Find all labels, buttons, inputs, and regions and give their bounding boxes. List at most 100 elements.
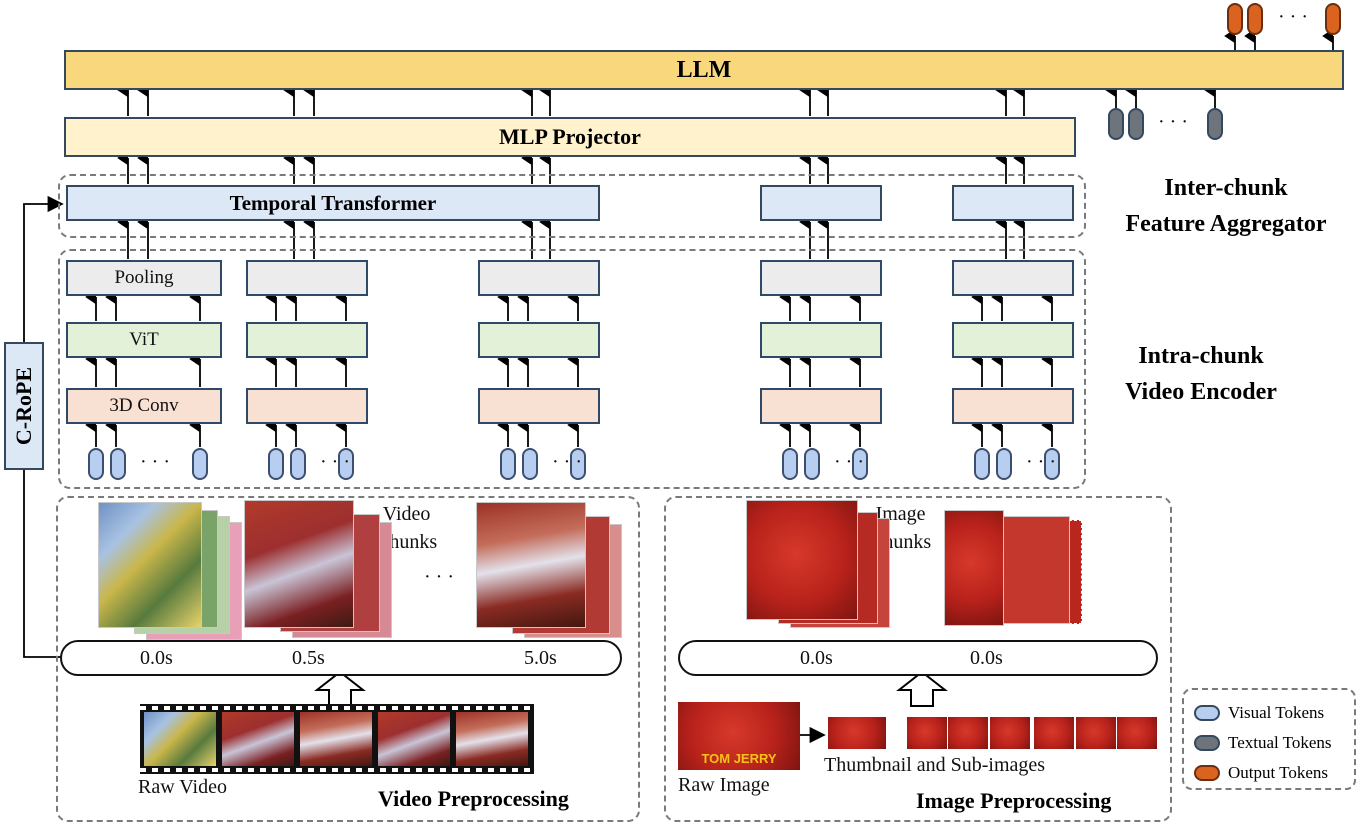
visual-token-ellipsis: · · · [834,451,864,473]
video-chunk-stack [98,502,248,640]
rope-connector-top [23,195,64,342]
film-frame [144,712,216,766]
film-frame [222,712,294,766]
conv3d-block [246,388,368,424]
temporal-transformer-block: Temporal Transformer [66,185,600,221]
vit-block [760,322,882,358]
legend-label: Visual Tokens [1228,703,1325,722]
visual-token [338,448,354,480]
conv3d-block: 3D Conv [66,388,222,424]
thumbnail-label: Thumbnail and Sub-images [824,754,1046,776]
raw-image: TOM JERRY [678,702,800,770]
visual-token [782,448,798,480]
raw-video-label: Raw Video [138,776,227,798]
sub-image [1117,717,1157,749]
image-timestamp: 0.0s [800,647,833,669]
legend-item-output: Output Tokens [1194,758,1332,788]
textual-ellipsis: · · · [1158,111,1188,133]
textual-token-icon [1194,735,1220,751]
video-preprocessing-title: Video Preprocessing [378,786,569,811]
visual-token [804,448,820,480]
image-chunk [944,510,1004,626]
legend-box [1182,688,1356,790]
image-timestamp: 0.0s [970,647,1003,669]
image-preprocessing-title: Image Preprocessing [916,788,1112,813]
visual-token [110,448,126,480]
video-chunk-stack [476,502,626,640]
sub-image [1076,717,1116,749]
image-hollow-arrow [896,670,948,707]
vit-block [246,322,368,358]
output-token [1227,3,1243,35]
image-timeline [678,640,1158,676]
textual-token [1108,108,1124,140]
video-encoder-region [58,249,1086,489]
video-frame [98,502,202,628]
visual-token [1044,448,1060,480]
output-token-icon [1194,765,1220,781]
c-rope-block: C-RoPE [4,342,44,470]
output-ellipsis: · · · [1278,6,1308,28]
visual-token [268,448,284,480]
pooling-block [760,260,882,296]
vit-block: ViT [66,322,222,358]
video-timestamp: 0.5s [292,647,325,669]
feature-aggregator-region [58,174,1086,238]
aggregator-section-title: Inter-chunk Feature Aggregator [1125,175,1327,237]
pooling-block [478,260,600,296]
visual-token [570,448,586,480]
mlp-projector-block: MLP Projector [64,117,1076,157]
llm-label: LLM [676,56,732,83]
mlp-label: MLP Projector [499,124,641,149]
visual-token [852,448,868,480]
visual-token [974,448,990,480]
legend: Visual Tokens Textual Tokens Output Toke… [1194,698,1332,788]
legend-item-textual: Textual Tokens [1194,728,1332,758]
output-token [1325,3,1341,35]
conv3d-block [952,388,1074,424]
temporal-transformer-label: Temporal Transformer [229,190,437,215]
video-timestamp: 5.0s [524,647,557,669]
legend-label: Textual Tokens [1228,733,1332,752]
sub-image [948,717,988,749]
pooling-block [952,260,1074,296]
visual-token-icon [1194,705,1220,721]
visual-token-ellipsis: · · · [140,451,170,473]
rope-connector-bottom [23,470,62,658]
conv3d-block [478,388,600,424]
pooling-block [246,260,368,296]
thumbnail-image [828,717,886,749]
raw-image-label: Raw Image [678,774,770,796]
video-frame [244,500,354,628]
textual-token [1128,108,1144,140]
film-frame [378,712,450,766]
pooling-block: Pooling [66,260,222,296]
raw-image-logo: TOM JERRY [701,751,777,766]
temporal-transformer-block [760,185,882,221]
temporal-transformer-block [952,185,1074,221]
film-frame [456,712,528,766]
llm-block: LLM [64,50,1344,90]
film-frame [300,712,372,766]
textual-token [1207,108,1223,140]
image-chunk-stack [746,500,896,630]
raw-video-filmstrip [140,704,534,774]
visual-token [522,448,538,480]
film-perforation [140,768,534,772]
legend-label: Output Tokens [1228,763,1329,782]
visual-token [500,448,516,480]
sub-image [907,717,947,749]
sub-image [1034,717,1074,749]
film-perforation [140,706,534,710]
video-chunk-stack [244,500,394,640]
visual-token-ellipsis: · · · [552,451,582,473]
encoder-section-title: Intra-chunk Video Encoder [1125,343,1277,405]
video-timestamp: 0.0s [140,647,173,669]
visual-token [192,448,208,480]
c-rope-label: C-RoPE [11,366,36,446]
conv3d-block [760,388,882,424]
visual-token [996,448,1012,480]
vit-block [478,322,600,358]
video-chunks-ellipsis: · · · [424,566,454,588]
